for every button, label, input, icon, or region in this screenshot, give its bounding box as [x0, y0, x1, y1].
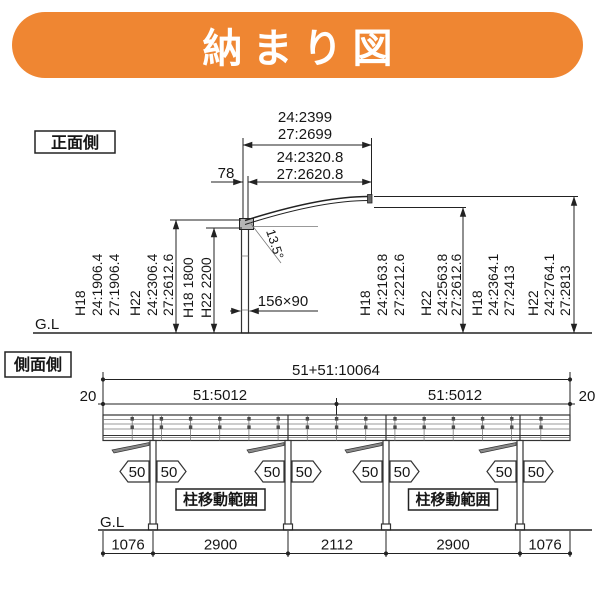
front-col7-l1: H22	[525, 290, 541, 316]
move-arrow-value: 50	[129, 464, 146, 481]
front-col2-l3: 27:2612.6	[160, 254, 176, 316]
front-col6-l3: 27:2413	[501, 265, 517, 316]
side-top-dimensions: 51+51:10064 20 51:5012 51:5012 20	[80, 362, 596, 415]
front-dim-inner-24: 24:2320.8	[277, 149, 344, 166]
side-post-4	[478, 439, 526, 531]
move-range-label-1: 柱移動範囲	[183, 491, 258, 509]
bottom-dim-4: 2900	[436, 537, 469, 554]
front-col1-l2: 24:1906.4	[89, 254, 105, 316]
front-col5-l3: 27:2612.6	[448, 254, 464, 316]
move-arrow-value: 50	[362, 464, 379, 481]
front-structure: 13.5° 156×90	[230, 194, 373, 334]
front-col3-l1: H18 1800	[180, 257, 196, 318]
move-arrow-value: 50	[264, 464, 281, 481]
front-col7-l2: 24:2764.1	[541, 254, 557, 316]
move-arrow-value: 50	[296, 464, 313, 481]
side-move-arrows: 50 50 50 50 50 50 50 50	[119, 460, 554, 483]
side-dim-bay-left: 51:5012	[193, 387, 247, 404]
bottom-dim-5: 1076	[528, 537, 561, 554]
front-left-dimensions	[170, 219, 242, 334]
front-canopy-top	[244, 195, 369, 222]
bottom-dim-1: 1076	[111, 537, 144, 554]
move-arrow-value: 50	[394, 464, 411, 481]
bottom-dim-2: 2900	[204, 537, 237, 554]
page-title: 納まり図	[202, 27, 403, 71]
move-arrow-value: 50	[496, 464, 513, 481]
front-post-size: 156×90	[258, 293, 308, 310]
side-dim-bay-right: 51:5012	[428, 387, 482, 404]
move-arrow-value: 50	[161, 464, 178, 481]
front-gl-label: G.L	[35, 316, 59, 333]
front-canopy-endcap	[367, 194, 373, 204]
front-post	[240, 219, 250, 334]
side-bottom-dimensions: 1076 2900 2112 2900 1076	[100, 531, 573, 557]
front-col6-l1: H18	[469, 290, 485, 316]
side-post-1	[111, 439, 159, 531]
side-post-3	[344, 439, 392, 531]
side-dim-edge-left: 20	[80, 388, 97, 405]
move-arrow-value: 50	[528, 464, 545, 481]
front-col6-l2: 24:2364.1	[485, 254, 501, 316]
front-col5-l2: 24:2563.8	[434, 254, 450, 316]
front-col5-l1: H22	[418, 290, 434, 316]
side-gl-label: G.L	[100, 514, 124, 531]
front-col4-l2: 24:2163.8	[374, 254, 390, 316]
front-col1-l3: 27:1906.4	[106, 254, 122, 316]
front-view: 正面側 24:2399 27:2699 24:2320.8 27:2620.8 …	[33, 109, 592, 334]
front-col2-l2: 24:2306.4	[144, 254, 160, 316]
front-dim-total-27: 27:2699	[278, 126, 332, 143]
front-col2-l1: H22	[127, 290, 143, 316]
front-dim-inner-27: 27:2620.8	[277, 166, 344, 183]
front-dim-offset: 78	[218, 165, 235, 182]
side-move-range: 柱移動範囲 柱移動範囲	[175, 488, 499, 511]
front-col1-l1: H18	[72, 290, 88, 316]
front-canopy-bottom	[244, 200, 369, 225]
front-view-label: 正面側	[51, 133, 99, 152]
front-right-dimensions	[374, 196, 578, 334]
front-view-label-box	[34, 130, 116, 154]
front-col4-l3: 27:2212.6	[391, 254, 407, 316]
front-col7-l3: 27:2813	[557, 265, 573, 316]
side-posts	[111, 439, 526, 531]
side-post-2	[246, 439, 294, 531]
side-view: 側面側 51+51:10064 20 51:5012 51:5012 20	[4, 351, 596, 557]
front-col3-l2: H22 2200	[198, 257, 214, 318]
front-col4-l1: H18	[357, 290, 373, 316]
side-dim-total: 51+51:10064	[292, 362, 380, 379]
bottom-dim-3: 2112	[321, 537, 353, 554]
side-view-label-box	[4, 351, 72, 378]
front-height-columns: H18 24:1906.4 27:1906.4 H22 24:2306.4 27…	[72, 254, 573, 318]
side-roof	[102, 414, 571, 442]
front-dim-total-24: 24:2399	[278, 109, 332, 126]
move-range-label-2: 柱移動範囲	[415, 491, 490, 509]
side-dim-edge-right: 20	[579, 388, 596, 405]
side-view-label: 側面側	[13, 355, 62, 374]
front-top-dimensions	[211, 138, 372, 218]
title-banner: 納まり図	[12, 12, 583, 78]
